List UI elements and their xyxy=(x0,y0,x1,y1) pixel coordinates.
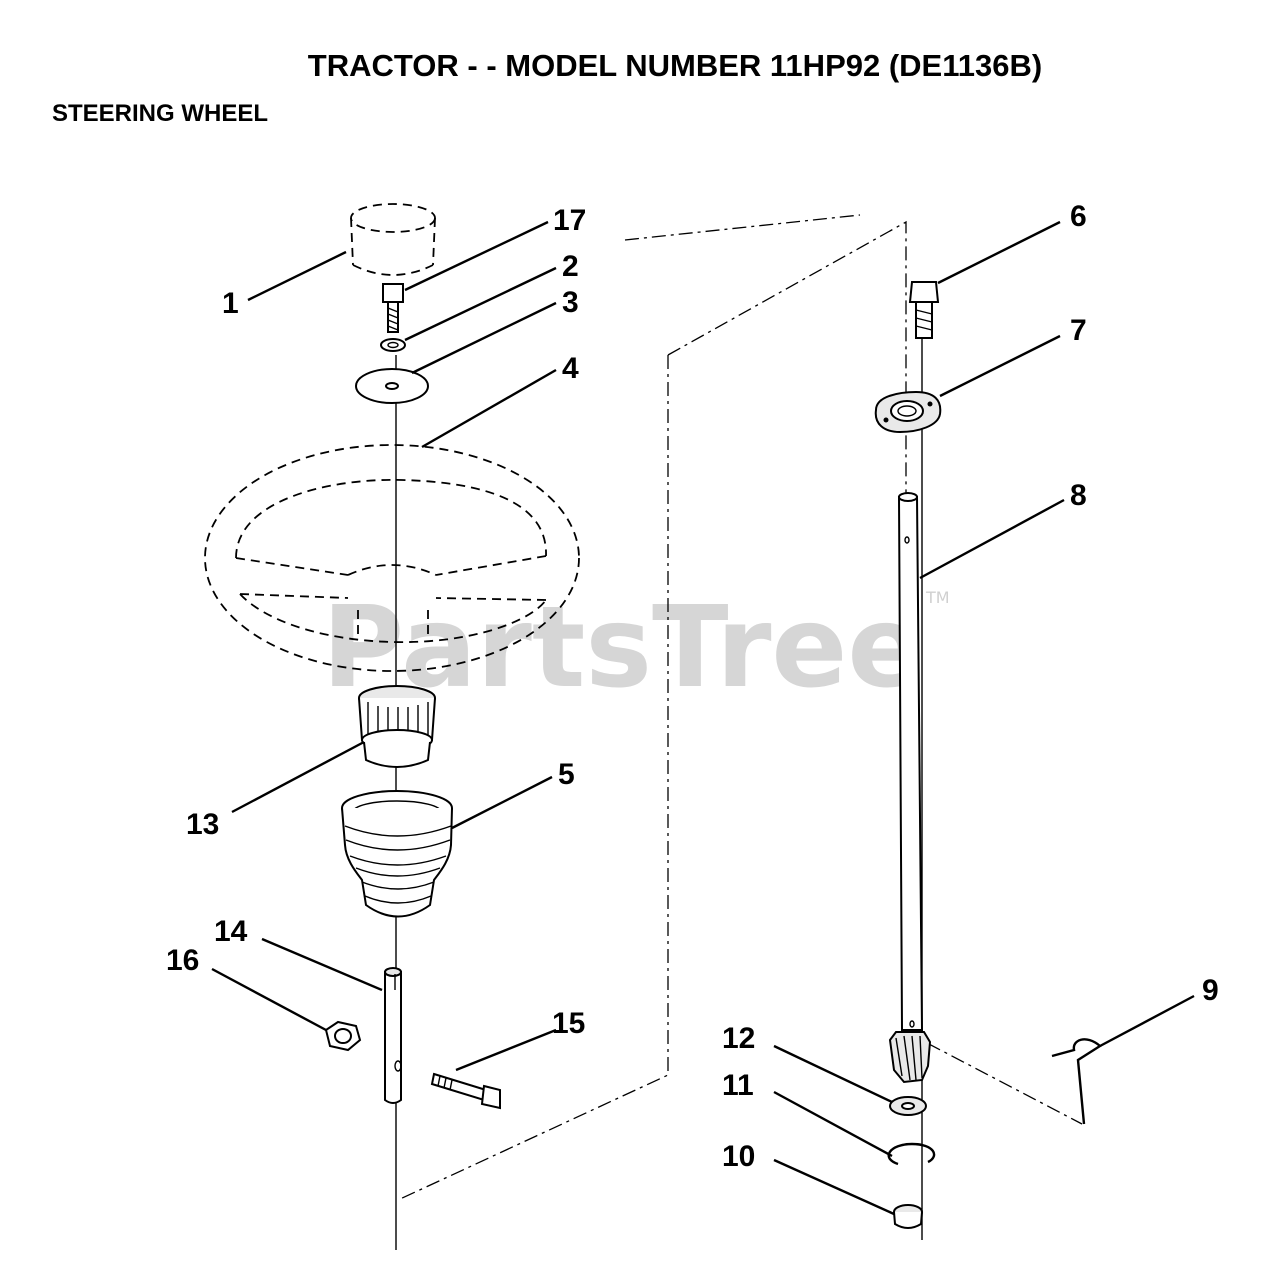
splined-adapter-part xyxy=(358,685,436,768)
bolt-part-6 xyxy=(908,281,940,339)
callout-11: 11 xyxy=(722,1069,754,1102)
washer-part-12 xyxy=(889,1096,927,1116)
callout-3: 3 xyxy=(562,286,579,319)
hex-nut-part xyxy=(324,1020,362,1052)
page-title: TRACTOR - - MODEL NUMBER 11HP92 (DE1136B… xyxy=(307,48,1043,83)
section-title: STEERING WHEEL xyxy=(52,100,269,127)
callout-6: 6 xyxy=(1070,200,1087,233)
flange-bearing-part xyxy=(874,390,942,434)
callout-1: 1 xyxy=(222,287,239,320)
callout-9: 9 xyxy=(1202,974,1219,1007)
callout-10: 10 xyxy=(722,1140,755,1173)
bushing-part xyxy=(893,1204,923,1229)
callout-8: 8 xyxy=(1070,479,1087,512)
cap-part xyxy=(350,203,436,276)
callout-17: 17 xyxy=(553,204,586,237)
shaft-part-14 xyxy=(384,967,402,1104)
lock-washer-part xyxy=(380,338,406,352)
callout-2: 2 xyxy=(562,250,579,283)
watermark-trademark: TM xyxy=(925,588,950,607)
flat-washer-part xyxy=(355,368,429,404)
bellows-boot-part xyxy=(341,790,453,918)
callout-13: 13 xyxy=(186,808,219,841)
callout-16: 16 xyxy=(166,944,199,977)
retaining-ring-part xyxy=(887,1142,936,1166)
steering-shaft-part xyxy=(888,492,932,1084)
callout-12: 12 xyxy=(722,1022,755,1055)
bolt-part-17 xyxy=(382,283,404,333)
callout-7: 7 xyxy=(1070,314,1087,347)
callout-15: 15 xyxy=(552,1007,585,1040)
callout-14: 14 xyxy=(214,915,248,948)
callout-4: 4 xyxy=(562,352,579,385)
leader-lines xyxy=(211,220,1195,1216)
bolt-part-15 xyxy=(430,1072,501,1110)
steering-wheel-part xyxy=(204,444,580,672)
spring-clip-part xyxy=(1051,1038,1103,1125)
callout-5: 5 xyxy=(558,758,575,791)
